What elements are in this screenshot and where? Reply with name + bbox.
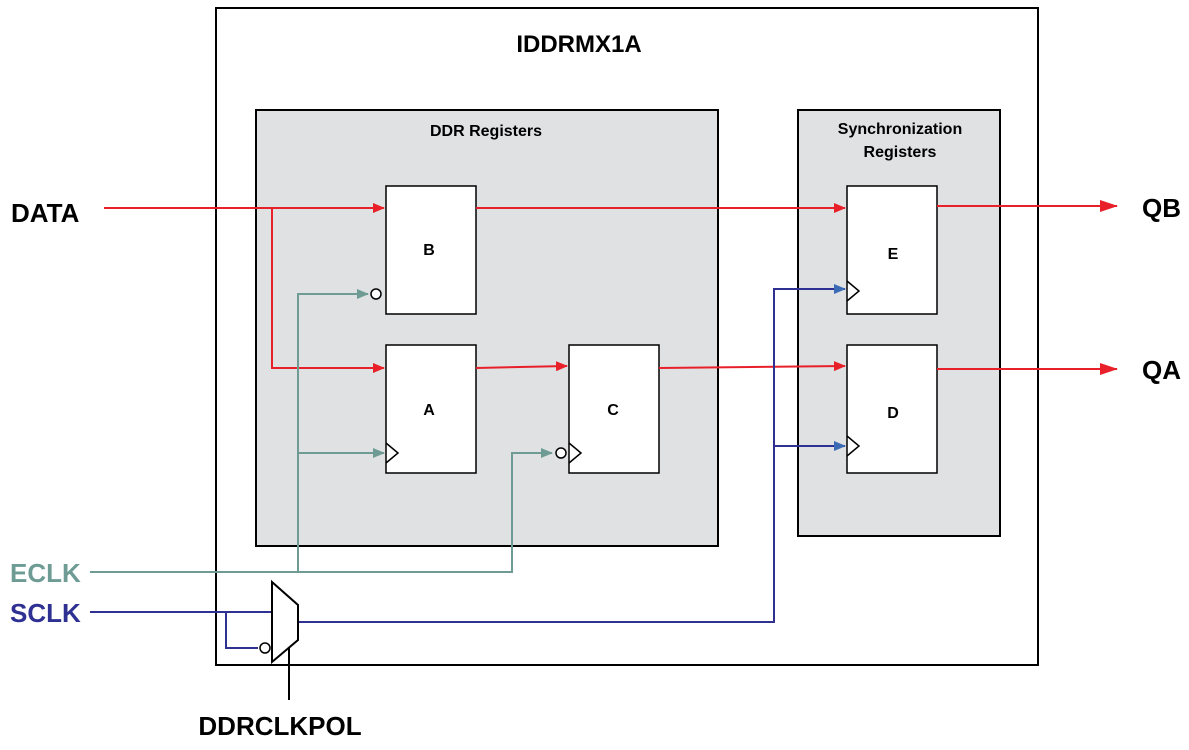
eclk-wires: [90, 289, 553, 573]
mux-to-sync-registers-wire: [298, 284, 846, 623]
sclk-input-label: SCLK: [10, 598, 81, 628]
mux-inverted-input-bubble: [259, 642, 271, 654]
register-c-clock-triangle: [568, 442, 583, 464]
register-e-label: E: [888, 246, 899, 263]
ddr-registers-label: DDR Registers: [430, 123, 542, 140]
register-b-inverted-clock-bubble: [370, 288, 382, 300]
register-c-label: C: [607, 402, 619, 419]
ddrclkpol-label: DDRCLKPOL: [198, 711, 361, 741]
register-c: C: [555, 344, 660, 474]
eclk-to-register-b-wire: [297, 289, 369, 572]
eclk-input-label: ECLK: [10, 558, 81, 588]
ddr-registers-group: [255, 109, 719, 547]
register-a-to-c-wire: [475, 361, 568, 372]
data-to-register-a-wire: [271, 208, 385, 373]
eclk-input-wire: [90, 448, 553, 573]
sync-registers-label-line2: Registers: [864, 144, 937, 161]
register-d-clock-triangle: [846, 435, 861, 457]
register-b-label: B: [423, 242, 435, 259]
register-c-to-d-wire: [658, 361, 846, 372]
register-d-label: D: [887, 405, 899, 422]
block-title: IDDRMX1A: [516, 31, 641, 58]
register-e: E: [846, 185, 938, 315]
sclk-wires: [90, 284, 846, 649]
register-e-clock-triangle: [846, 280, 861, 302]
clock-polarity-mux: [259, 579, 299, 665]
register-a-label: A: [423, 402, 435, 419]
data-input-label: DATA: [11, 198, 80, 228]
sync-registers-label-line1: Synchronization: [838, 121, 962, 138]
data-wires: [104, 200, 1118, 375]
register-c-inverted-clock-bubble: [555, 447, 567, 459]
qa-output-label: QA: [1142, 355, 1181, 385]
register-d: D: [846, 344, 938, 474]
register-b: B: [370, 185, 477, 315]
register-a-clock-triangle: [385, 442, 400, 464]
sclk-inverted-branch-wire: [225, 612, 258, 649]
register-a: A: [385, 344, 477, 474]
qb-output-label: QB: [1142, 193, 1181, 223]
